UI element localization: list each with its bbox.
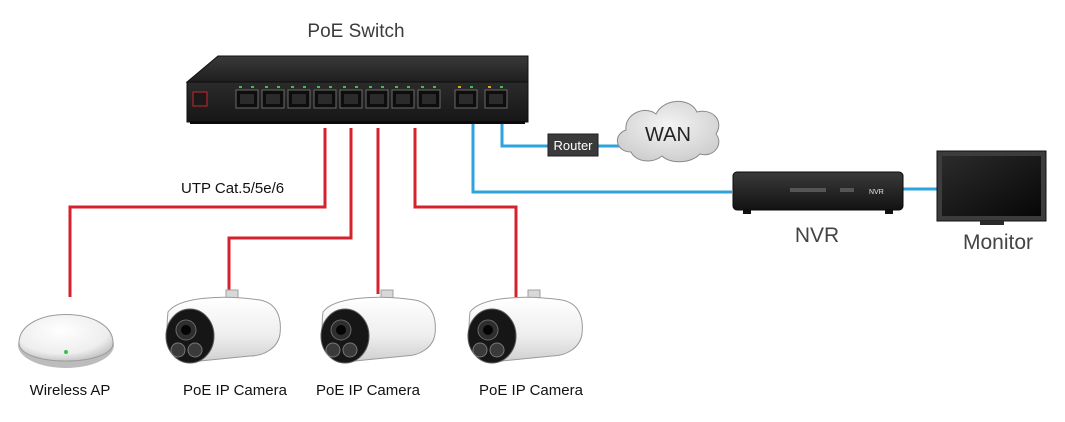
switch-ports (235, 86, 508, 109)
switch-port (261, 86, 285, 109)
camera-1-label: PoE IP Camera (183, 382, 288, 399)
camera-2-label: PoE IP Camera (316, 382, 421, 399)
switch-port (339, 86, 363, 109)
switch-title: PoE Switch (307, 21, 404, 42)
data-cable-nvr (471, 124, 732, 194)
switch-port (313, 86, 337, 109)
switch-port (391, 86, 415, 109)
camera-3-label: PoE IP Camera (479, 382, 584, 399)
router-label: Router (553, 138, 593, 153)
monitor-label: Monitor (963, 231, 1033, 254)
switch-port (287, 86, 311, 109)
data-cable-router (500, 124, 548, 148)
switch-port (454, 86, 478, 109)
ip-camera (320, 289, 436, 364)
router: Router (547, 133, 599, 157)
poe-cable-camera-3 (413, 128, 518, 297)
poe-switch (185, 55, 529, 124)
ip-camera (467, 289, 583, 364)
poe-cable-ap (68, 128, 327, 297)
cameras (165, 289, 583, 364)
nvr-label: NVR (795, 224, 839, 247)
switch-port (484, 86, 508, 109)
wireless-ap-label: Wireless AP (30, 382, 111, 399)
wan-label: WAN (645, 124, 691, 146)
monitor-device (936, 150, 1047, 225)
nvr-face-label: NVR (869, 189, 884, 196)
poe-cables (68, 128, 518, 297)
wan-cloud: WAN (616, 100, 720, 163)
ip-camera (165, 289, 281, 364)
cable-type-label: UTP Cat.5/5e/6 (181, 180, 284, 197)
wireless-ap (18, 314, 114, 368)
data-cables (471, 124, 938, 194)
switch-port (365, 86, 389, 109)
poe-cable-camera-1 (227, 128, 353, 297)
switch-port (235, 86, 259, 109)
switch-port (417, 86, 441, 109)
nvr-device: NVR (732, 171, 904, 214)
